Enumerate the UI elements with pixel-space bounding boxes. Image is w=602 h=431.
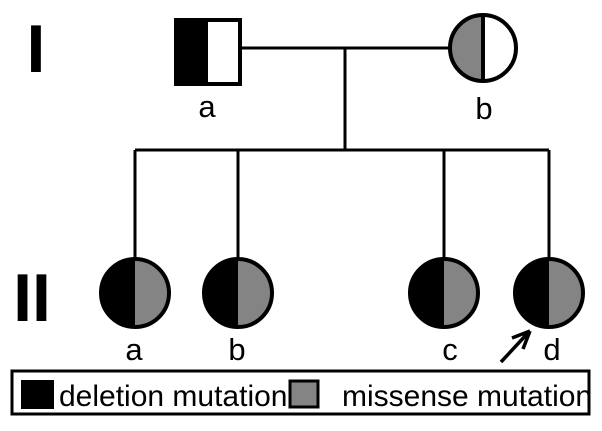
individual-II-a-label: a — [125, 332, 143, 367]
individual-II-b-label: b — [228, 332, 245, 367]
individual-II-b: b — [202, 257, 274, 367]
individual-I-b-outline — [448, 13, 518, 83]
individual-I-b-right-half — [483, 15, 516, 81]
individual-II-b-right-half — [238, 259, 272, 327]
individual-II-c-right-half — [444, 259, 478, 327]
legend: deletion mutation missense mutation — [10, 369, 592, 416]
individual-I-b-left-half — [450, 15, 483, 81]
individual-I-a-outline — [174, 18, 242, 86]
individual-II-c-outline — [408, 257, 480, 329]
legend-missense-label: missense mutation — [342, 380, 592, 413]
individual-II-b-outline — [202, 257, 274, 329]
individual-II-d: d — [513, 257, 585, 367]
individual-I-a: a — [174, 18, 242, 124]
legend-missense-swatch — [288, 379, 320, 409]
individual-II-a-right-half — [135, 259, 169, 327]
individual-II-d-right-half — [549, 259, 583, 327]
individual-II-c: c — [408, 257, 480, 367]
individual-I-a-right-half — [208, 20, 240, 84]
legend-deletion-label: deletion mutation — [59, 380, 288, 413]
individual-II-a-outline — [99, 257, 171, 329]
individual-II-d-outline — [513, 257, 585, 329]
proband-arrow-icon — [499, 329, 532, 364]
individual-I-a-label: a — [198, 89, 216, 124]
individual-II-d-label: d — [543, 332, 560, 367]
individual-II-c-left-half — [410, 259, 444, 327]
individual-I-b-label: b — [475, 91, 492, 126]
individual-II-a: a — [99, 257, 171, 367]
individual-I-a-left-half — [176, 20, 208, 84]
individual-II-a-left-half — [101, 259, 135, 327]
generation-I-label: I — [27, 11, 46, 87]
individual-II-d-left-half — [515, 259, 549, 327]
individual-II-b-left-half — [204, 259, 238, 327]
individual-II-c-label: c — [442, 332, 458, 367]
legend-deletion-swatch — [21, 380, 54, 409]
generation-II-label: II — [13, 260, 51, 336]
individual-I-b: b — [448, 13, 518, 126]
